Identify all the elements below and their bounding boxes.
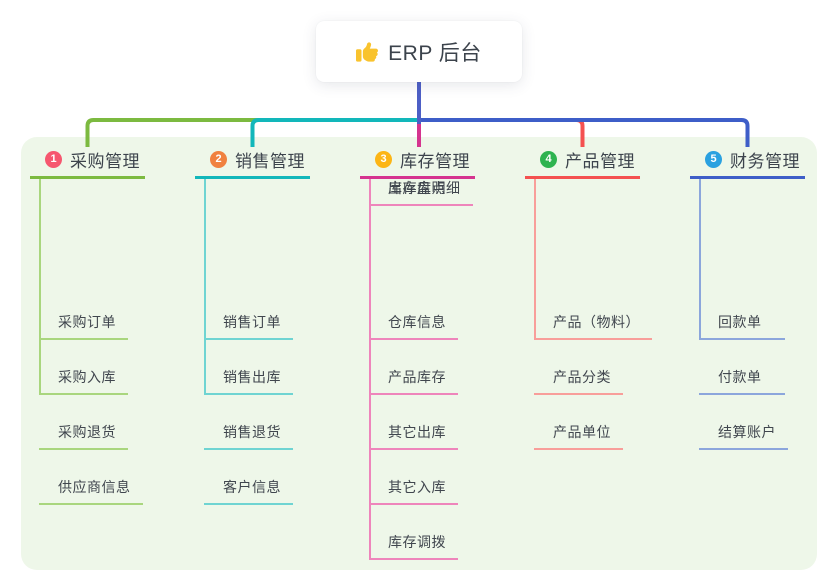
branch-number-badge: 5 [705,151,722,168]
branches-panel [21,137,817,570]
mindmap-node[interactable]: 采购订单 [39,313,128,340]
mindmap-node[interactable]: 产品库存 [369,368,458,395]
mindmap-node[interactable]: 仓库信息 [369,313,458,340]
branch-vertical-line [39,179,41,393]
branch-finance: 5 财务管理 回款单 付款单 结算账户 [690,146,839,450]
root-node[interactable]: ERP 后台 [316,21,522,82]
branch-vertical-line [369,179,371,558]
branch-number-badge: 3 [375,151,392,168]
branch-title-label: 库存管理 [400,152,470,171]
mindmap-node[interactable]: 销售出库 [204,368,293,395]
mindmap-node[interactable]: 产品（物料） [534,313,652,340]
branch-vertical-line [534,179,536,338]
branch-number-badge: 4 [540,151,557,168]
branch-number-badge: 1 [45,151,62,168]
branch-inventory: 3 库存管理 仓库信息 产品库存 其它出库 其它入库 库存调拨 库存盘点 出库库… [360,146,530,560]
mindmap-node[interactable]: 采购退货 [39,423,128,450]
mindmap-node[interactable]: 回款单 [699,313,785,340]
branch-vertical-line [204,179,206,393]
branch-inventory-title-row[interactable]: 3 库存管理 [360,146,475,179]
mindmap-node[interactable]: 其它出库 [369,423,458,450]
branch-sales: 2 销售管理 销售订单 销售出库 销售退货 客户信息 [195,146,365,505]
mindmap-node[interactable]: 客户信息 [204,478,293,505]
branch-title-label: 采购管理 [70,152,140,171]
mindmap-node[interactable]: 采购入库 [39,368,128,395]
mindmap-node[interactable]: 销售订单 [204,313,293,340]
mindmap-node[interactable]: 出库库明细 [369,179,473,206]
branch-vertical-line [699,179,701,338]
branch-number-badge: 2 [210,151,227,168]
branch-purchase: 1 采购管理 采购订单 采购入库 采购退货 供应商信息 [30,146,200,505]
mindmap-node[interactable]: 其它入库 [369,478,458,505]
branch-purchase-title-row[interactable]: 1 采购管理 [30,146,145,179]
mindmap-node[interactable]: 供应商信息 [39,478,143,505]
branch-product: 4 产品管理 产品（物料） 产品分类 产品单位 [525,146,695,450]
mindmap-node[interactable]: 库存调拨 [369,533,458,560]
branch-title-label: 财务管理 [730,152,800,171]
branch-title-label: 销售管理 [235,152,305,171]
mindmap-node[interactable]: 销售退货 [204,423,293,450]
root-node-label: ERP 后台 [388,41,482,65]
branch-sales-title-row[interactable]: 2 销售管理 [195,146,310,179]
thumbs-up-icon [356,41,379,62]
mindmap-node[interactable]: 产品分类 [534,368,623,395]
branch-product-title-row[interactable]: 4 产品管理 [525,146,640,179]
mindmap-node[interactable]: 结算账户 [699,423,788,450]
branch-title-label: 产品管理 [565,152,635,171]
mindmap-node[interactable]: 付款单 [699,368,785,395]
branch-finance-title-row[interactable]: 5 财务管理 [690,146,805,179]
mindmap-node[interactable]: 产品单位 [534,423,623,450]
